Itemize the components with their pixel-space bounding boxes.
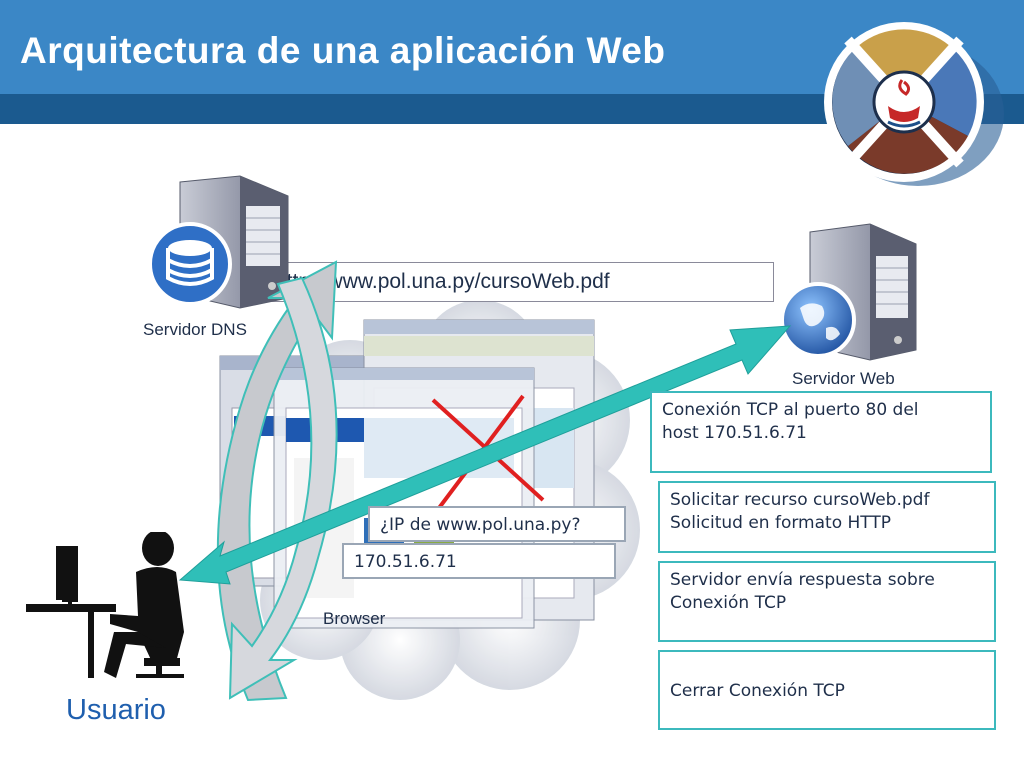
url-bar[interactable]: http://www.pol.una.py/cursoWeb.pdf bbox=[264, 262, 774, 302]
step-close-connection: Cerrar Conexión TCP bbox=[658, 650, 996, 730]
step-line: Solicitar recurso cursoWeb.pdf bbox=[670, 490, 930, 510]
step-line: Conexión TCP al puerto 80 del bbox=[662, 400, 919, 420]
dns-exchange-arrow bbox=[216, 260, 338, 702]
step-http-request: Solicitar recurso cursoWeb.pdf Solicitud… bbox=[658, 481, 996, 553]
dns-query-box: ¿IP de www.pol.una.py? bbox=[368, 506, 626, 542]
user-label: Usuario bbox=[66, 694, 166, 726]
step-server-response: Servidor envía respuesta sobre Conexión … bbox=[658, 561, 996, 642]
step-tcp-connect: Conexión TCP al puerto 80 del host 170.5… bbox=[650, 391, 992, 473]
dns-query-text: ¿IP de www.pol.una.py? bbox=[380, 515, 581, 535]
step-line: Solicitud en formato HTTP bbox=[670, 513, 892, 533]
step-line: host 170.51.6.71 bbox=[662, 423, 807, 443]
dns-answer-box: 170.51.6.71 bbox=[342, 543, 616, 579]
dns-server-label: Servidor DNS bbox=[143, 320, 247, 339]
step-line: Conexión TCP bbox=[670, 593, 787, 613]
person-at-computer-icon bbox=[26, 532, 184, 678]
web-server-label: Servidor Web bbox=[792, 369, 895, 388]
tcp-connection-arrow bbox=[178, 325, 792, 585]
dns-answer-text: 170.51.6.71 bbox=[354, 552, 457, 572]
step-line: Servidor envía respuesta sobre bbox=[670, 570, 935, 590]
globe-server-icon bbox=[780, 223, 917, 361]
browser-label: Browser bbox=[323, 609, 386, 628]
step-line: Cerrar Conexión TCP bbox=[670, 681, 845, 701]
database-server-icon bbox=[150, 175, 289, 309]
slide-title: Arquitectura de una aplicación Web bbox=[20, 30, 666, 71]
java-logo-icon bbox=[824, 22, 1004, 186]
